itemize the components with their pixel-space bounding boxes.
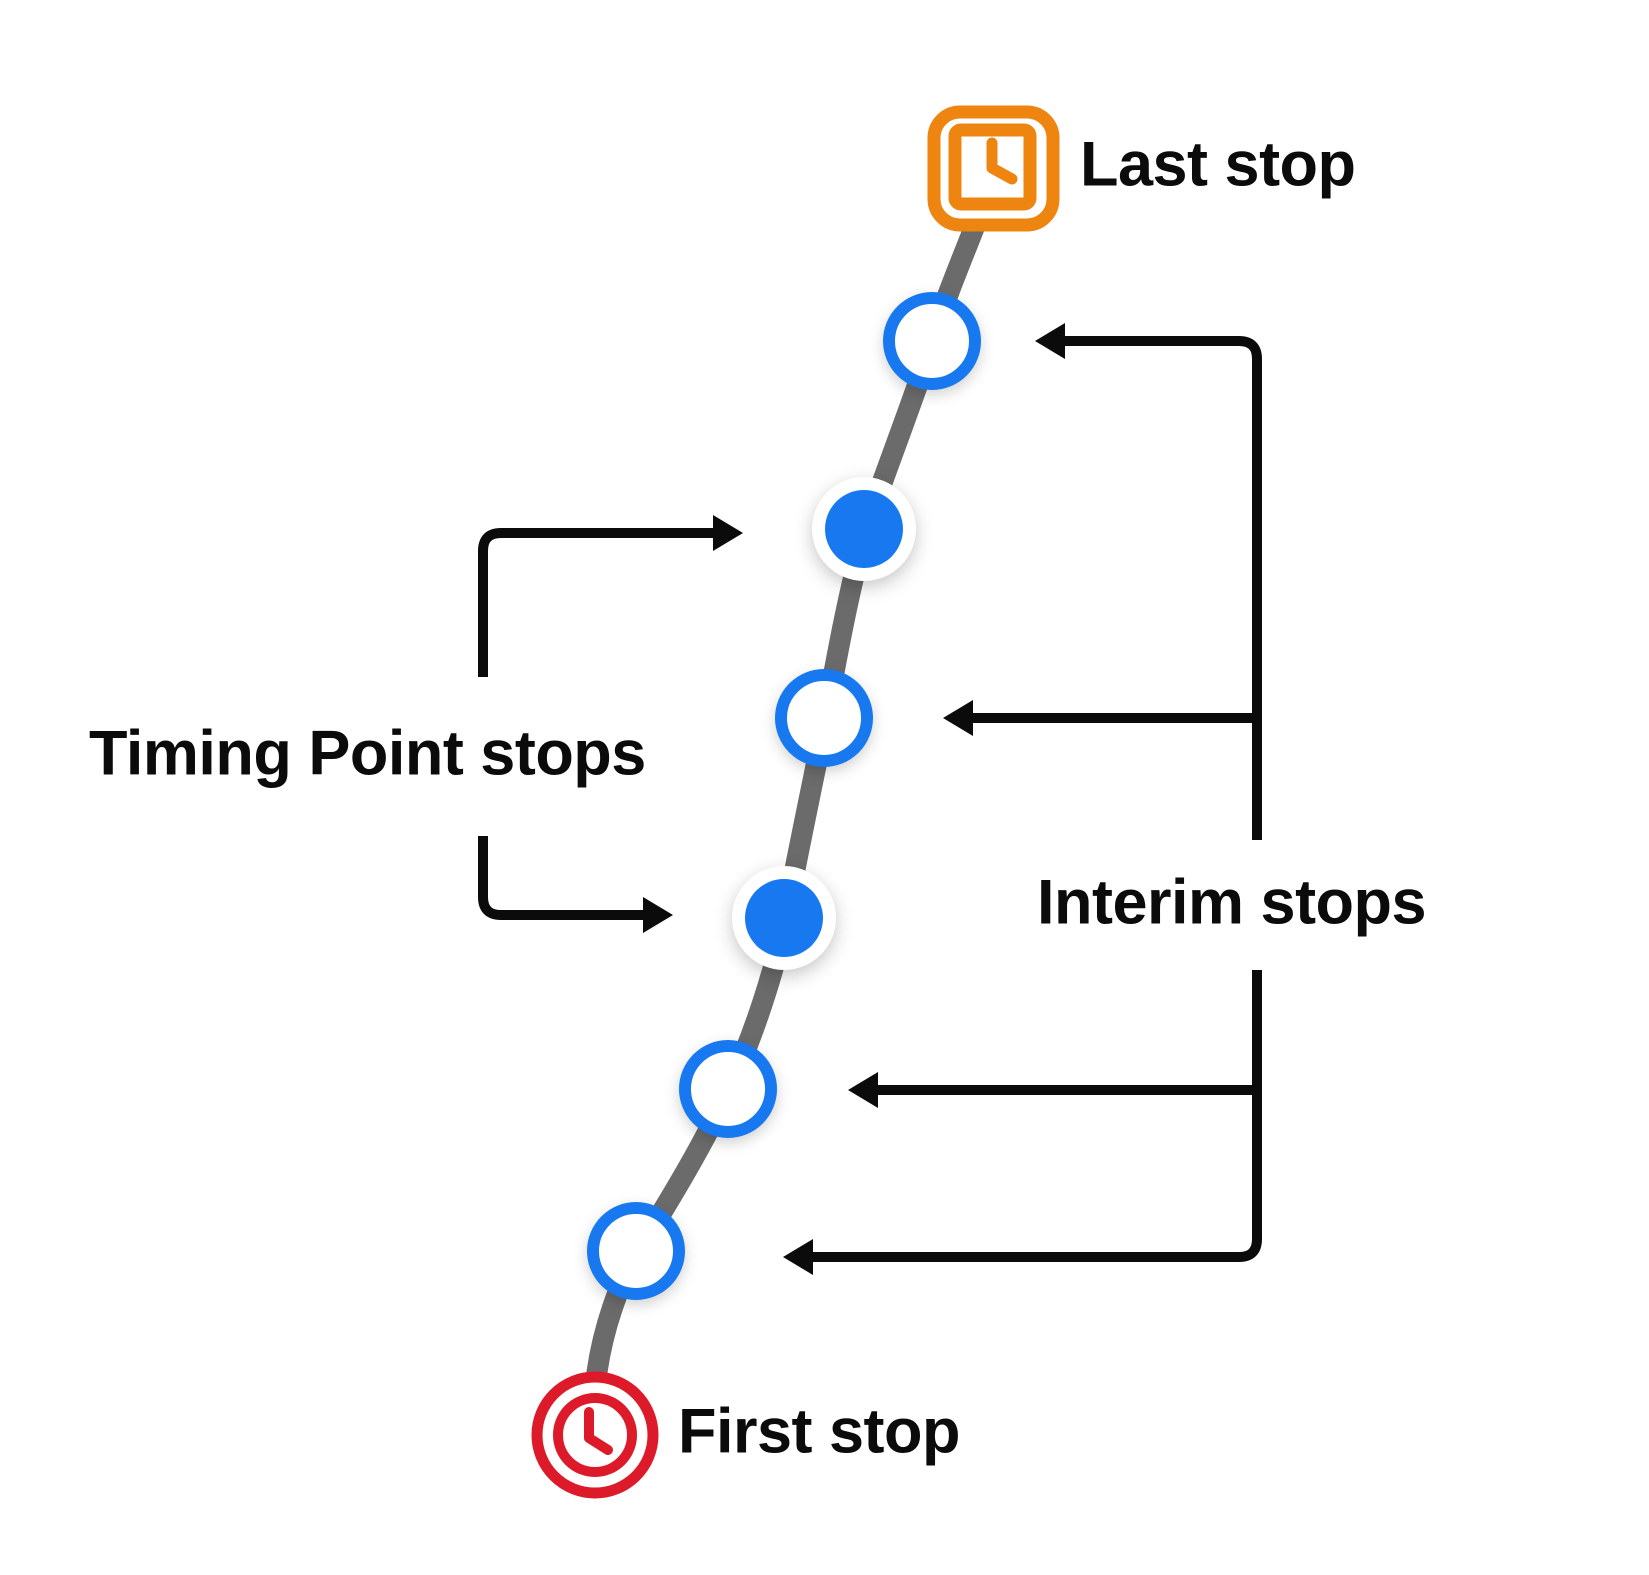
interim-stop (775, 669, 873, 767)
stops-layer (587, 292, 981, 1300)
timing-point-bracket (478, 515, 743, 933)
interim-stop (883, 292, 981, 390)
interim-bracket-lower-line (813, 970, 1262, 1262)
timing-point-stop-core (825, 490, 903, 568)
arrowhead-to-interim-stop-1 (1035, 323, 1065, 359)
last-stop-label: Last stop (1080, 129, 1356, 200)
first-stop-icon (531, 1371, 659, 1499)
last-stop-icon-clock-hands (986, 137, 1018, 185)
last-stop-icon (927, 105, 1060, 232)
last-stop-icon-inner-square (948, 123, 1037, 211)
arrowhead-to-lower-timing-stop (643, 897, 673, 933)
arrowhead-to-interim-stop-3 (848, 1072, 878, 1108)
interim-bracket (783, 323, 1262, 1275)
interim-stops-label: Interim stops (1037, 867, 1427, 938)
timing-point-stop (732, 866, 836, 970)
timing-point-stop (812, 477, 916, 581)
first-stop-icon-inner-ring (553, 1393, 637, 1477)
timing-point-stops-label: Timing Point stops (89, 718, 646, 789)
interim-stop (679, 1040, 777, 1138)
arrowhead-to-interim-stop-4 (783, 1239, 813, 1275)
arrowhead-to-upper-timing-stop (713, 515, 743, 551)
arrowhead-to-interim-stop-2 (943, 700, 973, 736)
interim-bracket-upper-line (1065, 336, 1262, 840)
first-stop-label: First stop (678, 1396, 961, 1467)
interim-stop (587, 1202, 685, 1300)
timing-point-bracket-lower-line (478, 836, 643, 920)
timing-point-bracket-upper-line (478, 528, 713, 677)
timing-point-stop-core (745, 879, 823, 957)
first-stop-icon-clock-hands (584, 1407, 613, 1455)
